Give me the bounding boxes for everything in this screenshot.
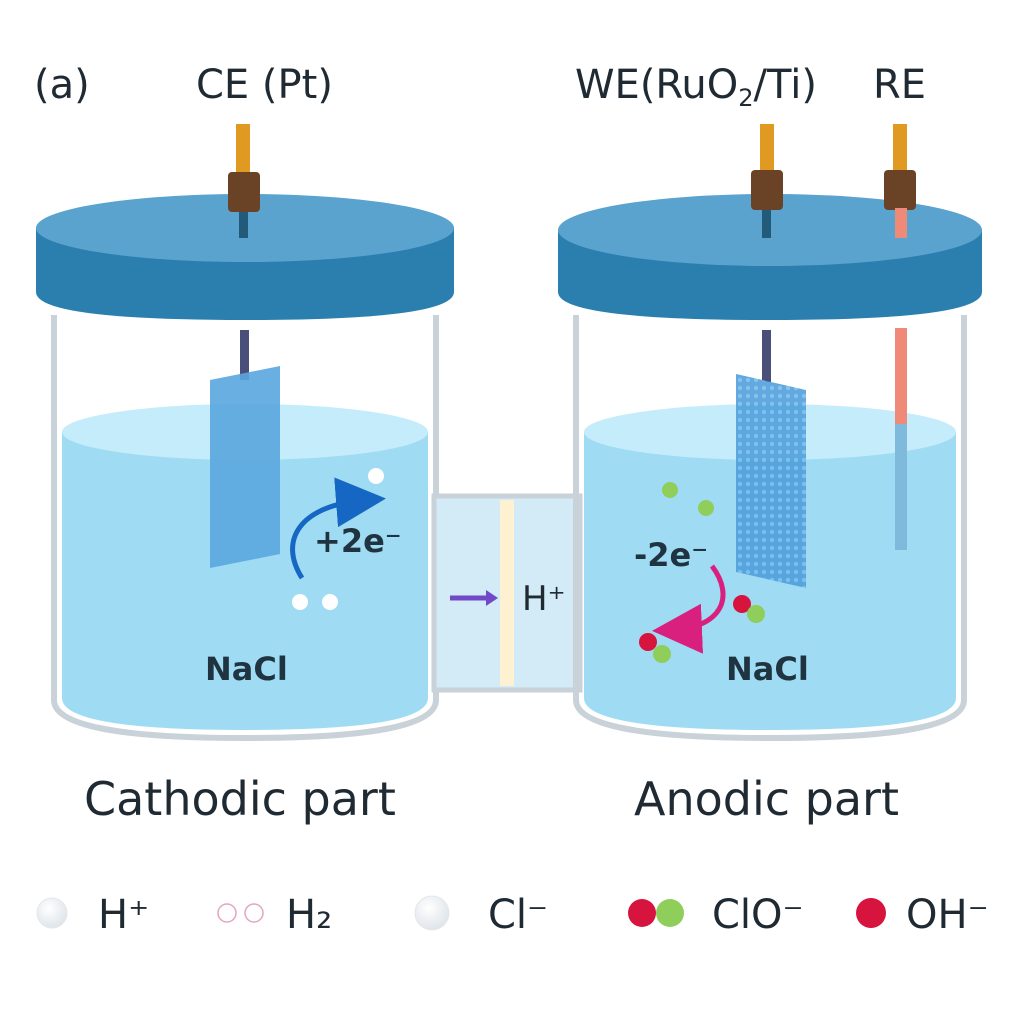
anodic-cell: -2e⁻ NaCl [558, 124, 982, 742]
legend-h-plus-label: H⁺ [98, 892, 149, 938]
legend-oh-minus-label: OH⁻ [906, 892, 989, 938]
legend-oh-minus-icon [856, 898, 886, 928]
clo-minus-particle [747, 605, 765, 623]
cathode-reaction-label: +2e⁻ [314, 522, 402, 560]
counter-electrode-label: CE (Pt) [196, 62, 333, 108]
cathode-plug [228, 172, 260, 212]
anodic-part-caption: Anodic part [634, 772, 899, 826]
reference-stem [895, 208, 907, 238]
clo-minus-particle [653, 645, 671, 663]
legend-h2-icon [217, 903, 237, 923]
reference-electrode-label: RE [873, 62, 926, 108]
legend-cl-minus-label: Cl⁻ [488, 892, 548, 938]
legend-h-plus-icon [36, 897, 68, 929]
h2-particle [292, 594, 308, 610]
legend-cl-minus-icon [414, 895, 450, 931]
h2-particle [322, 594, 338, 610]
anode-reaction-label: -2e⁻ [634, 536, 708, 574]
cathode-stem [239, 212, 248, 238]
membrane-ion-label: H⁺ [522, 579, 566, 619]
legend-clo-minus-icon [656, 899, 684, 927]
reference-wire [893, 124, 907, 178]
cathodic-cell: +2e⁻ NaCl [36, 124, 454, 742]
proton-flow-arrowhead [486, 590, 498, 606]
anode-plug [751, 170, 783, 210]
oh-minus-particle [733, 595, 751, 613]
cathode-plate [210, 366, 280, 568]
membrane-bridge: H⁺ [431, 493, 583, 693]
anode-water [584, 432, 956, 730]
cathodic-part-caption: Cathodic part [84, 772, 396, 826]
anode-wire [760, 124, 774, 180]
anode-electrolyte-label: NaCl [726, 650, 809, 688]
anode-stem [762, 210, 771, 238]
anode-jar [573, 315, 967, 742]
reference-rod-submerged [895, 424, 907, 550]
cathode-electrolyte-label: NaCl [205, 650, 288, 688]
panel-label: (a) [34, 62, 90, 108]
legend-h2-label: H₂ [286, 892, 332, 938]
working-electrode-label: WE(RuO2/Ti) [575, 62, 817, 112]
h-plus-particle [368, 468, 384, 484]
anode-rod [762, 330, 771, 382]
cl-minus-particle [698, 500, 714, 516]
legend: H⁺ H₂ Cl⁻ ClO⁻ OH⁻ [36, 892, 989, 938]
legend-h2-icon [244, 903, 264, 923]
oh-minus-particle [639, 633, 657, 651]
cl-minus-particle [662, 482, 678, 498]
legend-clo-minus-label: ClO⁻ [712, 892, 804, 938]
cathode-wire [236, 124, 250, 180]
cathode-jar [51, 315, 439, 742]
anode-mesh-plate [736, 374, 806, 588]
reference-plug [884, 170, 916, 210]
anode-reaction-arrow [652, 564, 726, 654]
cathode-reaction-arrow [290, 477, 386, 580]
cathode-rod [240, 330, 249, 380]
legend-clo-minus-icon [628, 899, 656, 927]
reference-rod-upper [895, 328, 907, 424]
membrane [500, 500, 514, 686]
